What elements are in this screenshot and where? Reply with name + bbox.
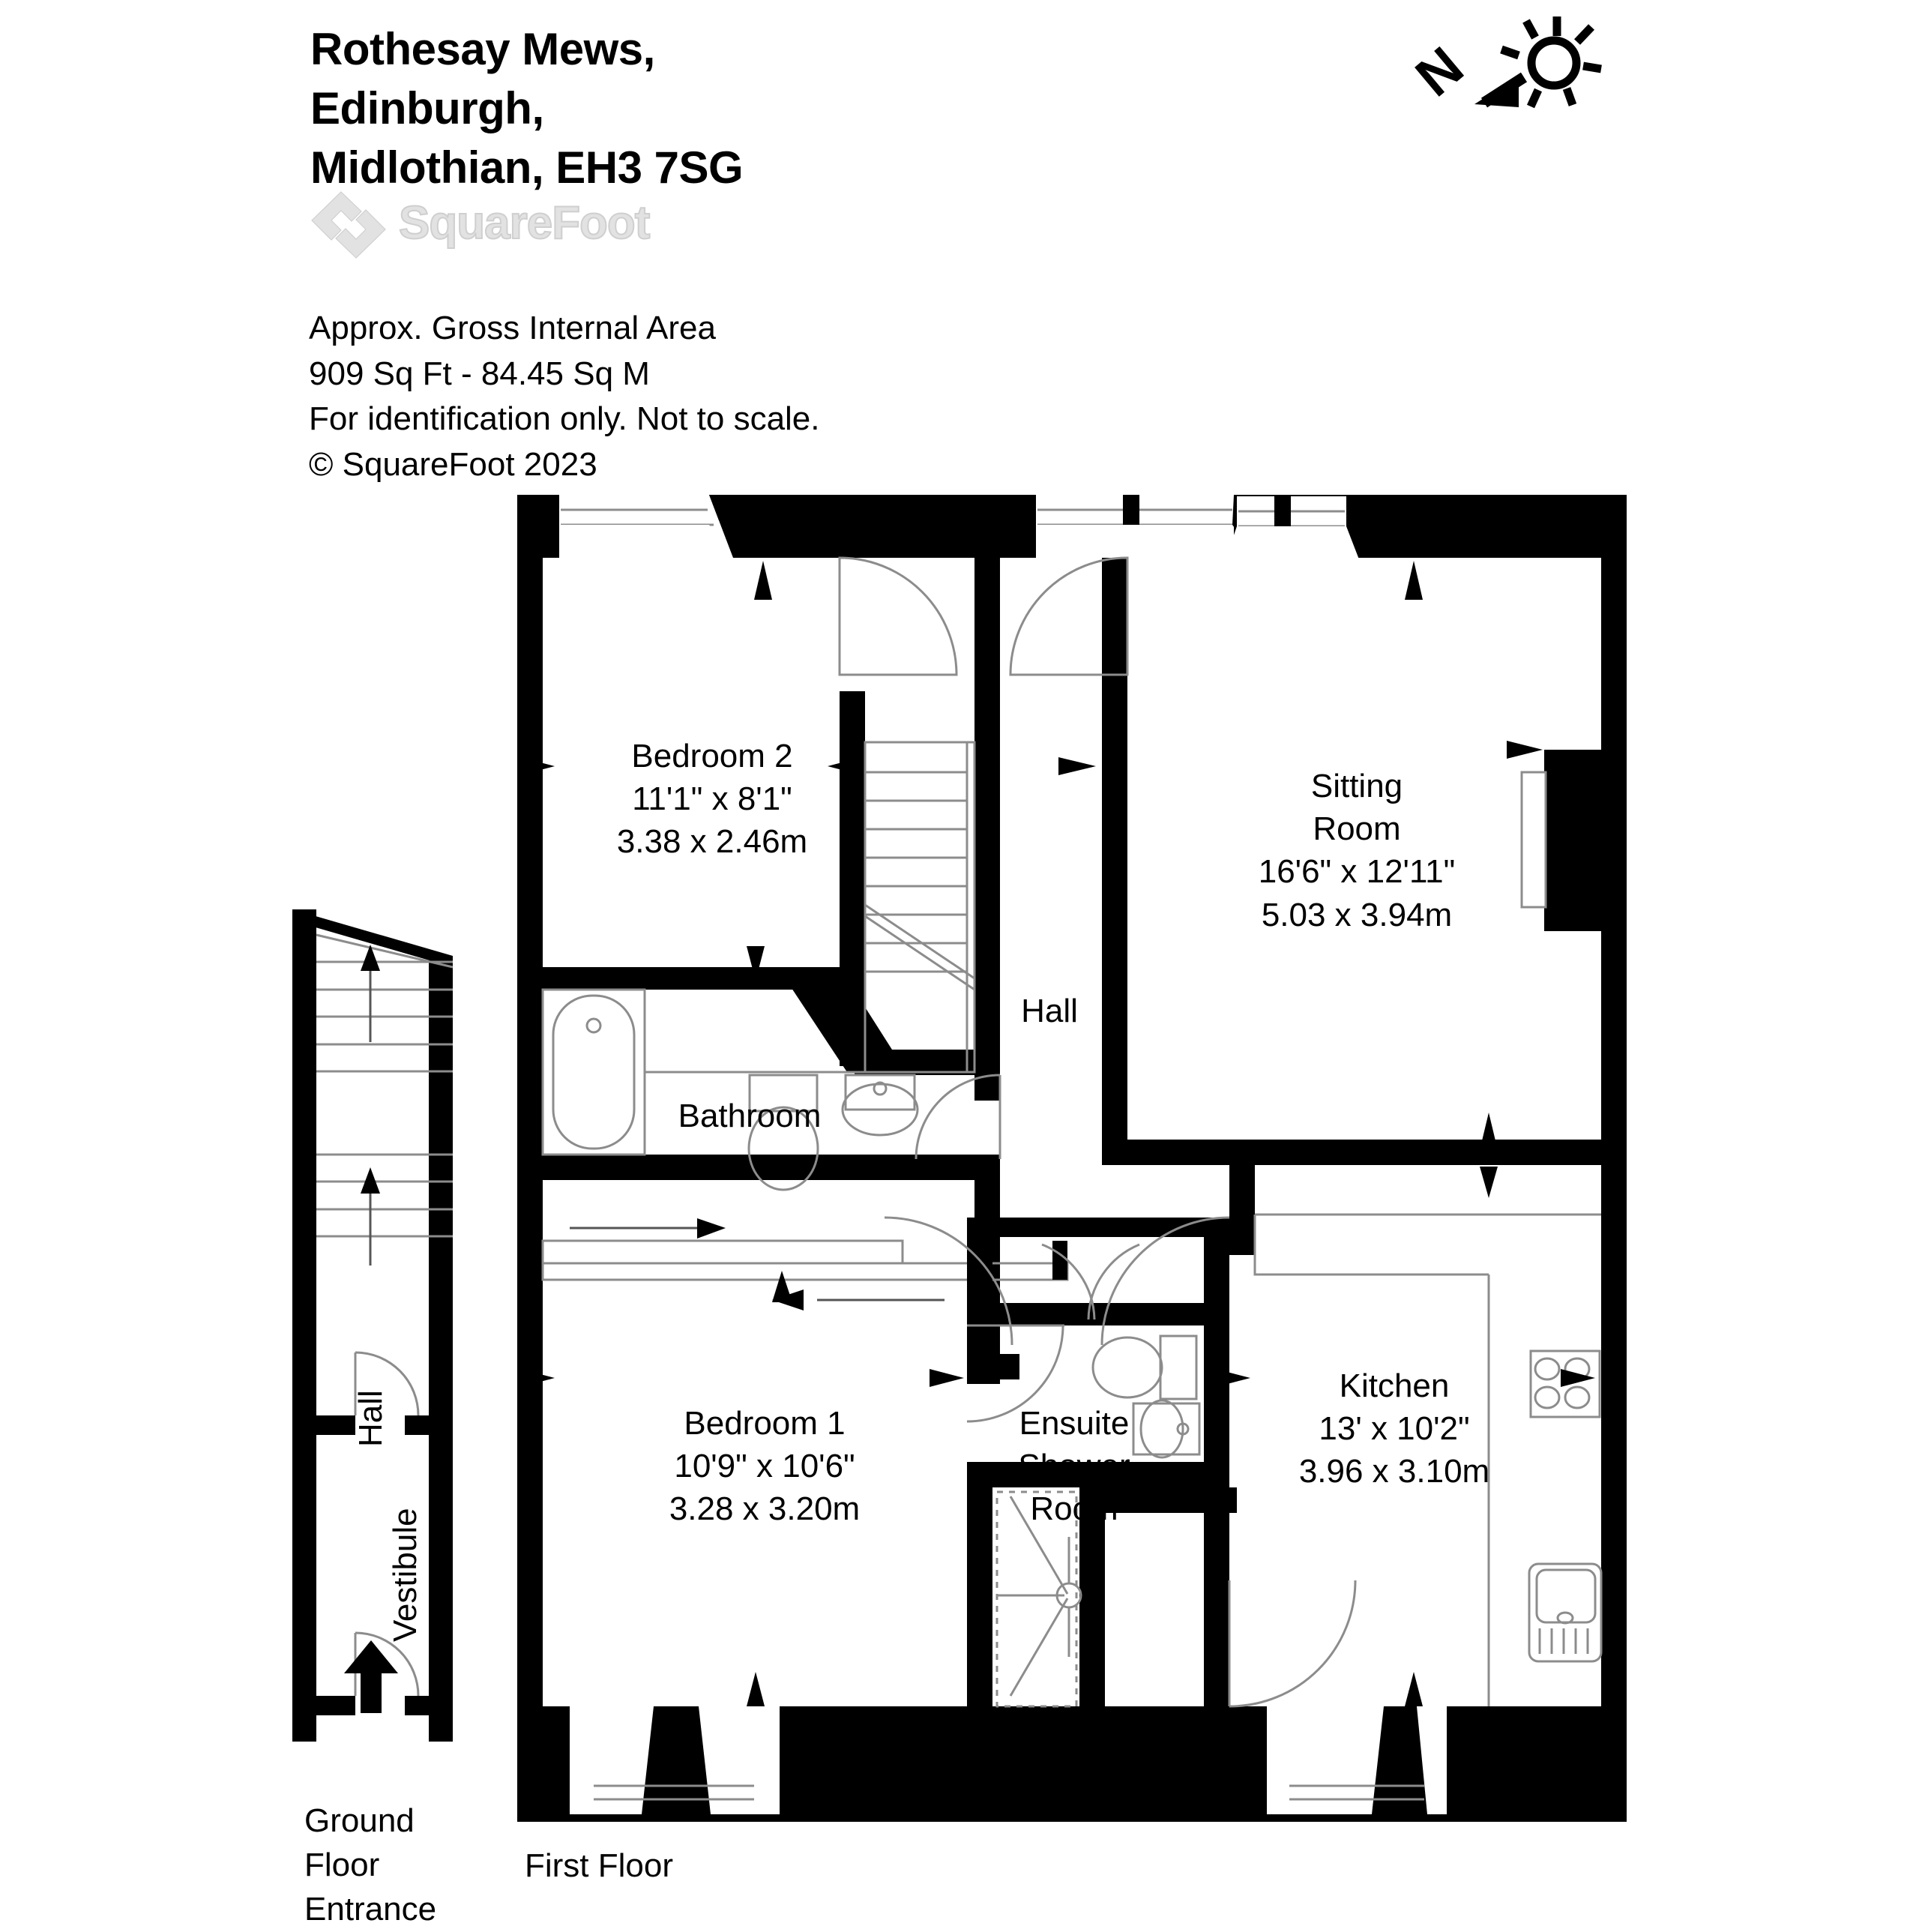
sitting-room-imperial: 16'6" x 12'11" bbox=[1258, 853, 1456, 891]
door-hall-lower-left bbox=[884, 1216, 1013, 1346]
room-label-bedroom1: Bedroom 1 10'9" x 10'6" 3.28 x 3.20m bbox=[645, 1402, 885, 1531]
ff-wall-ensuite-right bbox=[1204, 1325, 1229, 1483]
ensuite-fixtures bbox=[995, 1334, 1201, 1708]
sitting-room-metric: 5.03 x 3.94m bbox=[1261, 896, 1453, 933]
ground-entrance-jamb-left bbox=[316, 1696, 355, 1715]
bedroom2-name: Bedroom 2 bbox=[631, 738, 793, 774]
brand-logo: SquareFoot bbox=[307, 187, 682, 262]
bedroom1-wardrobe bbox=[541, 1218, 1069, 1310]
kitchen-name: Kitchen bbox=[1339, 1367, 1450, 1404]
sitting-room-name-2: Room bbox=[1313, 810, 1401, 848]
ff-wall-shower-left bbox=[967, 1466, 992, 1713]
bedroom1-metric: 3.28 x 3.20m bbox=[669, 1490, 861, 1528]
info-gross-area-label: Approx. Gross Internal Area bbox=[309, 310, 716, 346]
info-area-value: 909 Sq Ft - 84.45 Sq M bbox=[309, 355, 650, 392]
info-copyright: © SquareFoot 2023 bbox=[309, 446, 597, 484]
floor-caption-first: First Floor bbox=[525, 1847, 673, 1884]
kitchen-fixtures bbox=[1253, 1213, 1603, 1706]
chimney-breast bbox=[1544, 750, 1603, 931]
title-line-1: Rothesay Mews, bbox=[310, 24, 655, 74]
ff-bottom-windows bbox=[517, 1706, 1627, 1822]
north-arrow-sun-icon: N bbox=[1404, 16, 1602, 109]
ground-entrance-jamb-right bbox=[405, 1696, 453, 1715]
room-label-bedroom2: Bedroom 2 11'1" x 8'1" 3.38 x 2.46m bbox=[592, 735, 832, 864]
ensuite-toilet bbox=[1091, 1334, 1198, 1400]
toilet bbox=[747, 1074, 819, 1191]
title-line-3: Midlothian, EH3 7SG bbox=[310, 142, 744, 193]
ground-wall-top bbox=[292, 909, 453, 967]
ensuite-name-1: Ensuite bbox=[1019, 1405, 1130, 1442]
fireplace-recess bbox=[1520, 771, 1547, 909]
ff-wall-sitting-bottom bbox=[1102, 1140, 1297, 1165]
ff-wall-shower-right bbox=[1079, 1487, 1105, 1712]
ground-wall-left bbox=[292, 909, 316, 1742]
info-disclaimer: For identification only. Not to scale. bbox=[309, 400, 820, 438]
ensuite-name-2: Shower bbox=[1018, 1448, 1130, 1485]
floor-caption-ground: Ground Floor Entrance bbox=[304, 1802, 437, 1928]
ground-partition-right bbox=[405, 1415, 453, 1435]
door-bathroom bbox=[915, 1074, 1001, 1160]
ff-wall-hall-seg bbox=[967, 1218, 1229, 1237]
door-kitchen-lower bbox=[1229, 1580, 1357, 1708]
shower-enclosure bbox=[995, 1490, 1082, 1708]
window-direction-markers bbox=[520, 561, 1595, 1706]
bedroom2-metric: 3.38 x 2.46m bbox=[616, 823, 808, 861]
room-label-kitchen: Kitchen 13' x 10'2" 3.96 x 3.10m bbox=[1274, 1364, 1514, 1493]
room-label-vestibule: Vestibule bbox=[387, 1508, 424, 1642]
door-hall-top-left bbox=[838, 556, 958, 676]
ff-wall-hall-sitting bbox=[1102, 558, 1127, 1165]
brand-wordmark: SquareFoot bbox=[398, 196, 651, 250]
room-label-bathroom: Bathroom bbox=[678, 1098, 822, 1134]
bathtub bbox=[552, 994, 636, 1150]
bedroom1-name: Bedroom 1 bbox=[684, 1405, 846, 1442]
area-info-block: Approx. Gross Internal Area 909 Sq Ft - … bbox=[309, 306, 820, 488]
ensuite-name-3: Room bbox=[1030, 1490, 1118, 1528]
ground-partition-left bbox=[316, 1415, 355, 1435]
door-bed1-leaf bbox=[1041, 1243, 1096, 1320]
room-label-hall-first: Hall bbox=[1021, 993, 1078, 1029]
title-line-2: Edinburgh, bbox=[310, 83, 544, 134]
first-floor-plan bbox=[517, 495, 1627, 1822]
ground-floor-plan bbox=[292, 909, 454, 1742]
bedroom1-imperial: 10'9" x 10'6" bbox=[674, 1448, 855, 1485]
ff-wall-sitting-bottom-2 bbox=[1297, 1140, 1627, 1165]
door-kitchen-leaf bbox=[1087, 1243, 1140, 1320]
door-hall-lower-right bbox=[1100, 1216, 1230, 1346]
room-label-sitting-room: Sitting Room 16'6" x 12'11" 5.03 x 3.94m bbox=[1214, 765, 1499, 936]
kitchen-metric: 3.96 x 3.10m bbox=[1298, 1453, 1490, 1490]
bathroom-fixtures bbox=[541, 988, 919, 1191]
door-vestibule-inner bbox=[354, 1351, 420, 1416]
ff-wall-kitchen-left-lower bbox=[1204, 1487, 1229, 1712]
entrance-arrow bbox=[344, 1640, 398, 1713]
kitchen-sink bbox=[1528, 1562, 1603, 1663]
door-ensuite bbox=[966, 1325, 1064, 1423]
ff-wall-stair-hall bbox=[974, 558, 1000, 1072]
staircase-ground bbox=[316, 933, 454, 1238]
stair-up-arrow-ground bbox=[361, 945, 380, 1266]
bedroom2-imperial: 11'1" x 8'1" bbox=[632, 780, 792, 818]
wash-basin bbox=[841, 1074, 919, 1137]
page-title: Rothesay Mews, Edinburgh, Midlothian, EH… bbox=[310, 19, 985, 198]
ensuite-basin bbox=[1132, 1399, 1201, 1459]
staircase-first bbox=[864, 741, 976, 1074]
ground-wall-right bbox=[429, 956, 453, 1742]
door-hall-top-right bbox=[1009, 556, 1129, 676]
ff-wall-bath-top-right bbox=[855, 1050, 1000, 1075]
sitting-room-name-1: Sitting bbox=[1310, 768, 1403, 804]
ff-wall-ensuite-bottom bbox=[967, 1462, 1229, 1487]
ff-wall-angled bbox=[792, 967, 892, 1072]
ff-wall-kitchen-left bbox=[1229, 1165, 1255, 1255]
room-label-hall-ground: Hall bbox=[352, 1390, 389, 1447]
squarefoot-diamond-logo-icon bbox=[311, 191, 386, 259]
ff-wall-left bbox=[517, 495, 543, 1732]
ff-wall-bath-top bbox=[517, 967, 802, 990]
kitchen-imperial: 13' x 10'2" bbox=[1319, 1410, 1470, 1448]
room-label-ensuite: Ensuite Shower Room bbox=[988, 1402, 1160, 1531]
ff-wall-right bbox=[1601, 495, 1627, 1732]
